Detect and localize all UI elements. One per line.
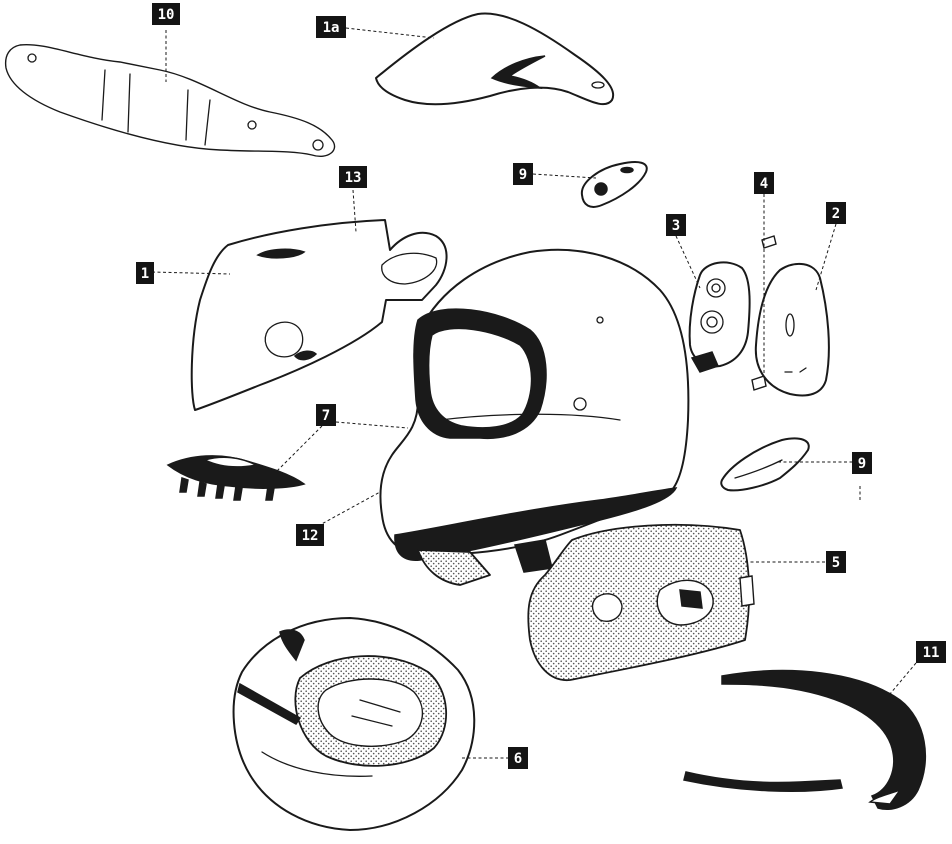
callout-5: 5: [826, 551, 846, 573]
part-3-pivot-mechanism: [688, 261, 751, 373]
svg-text:3: 3: [672, 218, 680, 234]
part-4-screws: [751, 235, 777, 391]
svg-text:12: 12: [302, 528, 319, 544]
part-6-crown-liner: [232, 617, 476, 831]
callout-9-top: 9: [513, 163, 533, 185]
part-11-neck-roll: [683, 669, 927, 810]
callout-4: 4: [754, 172, 774, 194]
callout-13: 13: [339, 166, 367, 188]
svg-text:10: 10: [158, 7, 175, 23]
part-1-face-shield: [190, 219, 448, 411]
callout-1: 1: [136, 262, 154, 284]
part-7-chin-curtain: [166, 455, 306, 501]
leader-lines: [151, 27, 917, 759]
callout-9-right: 9: [852, 452, 872, 474]
callout-2: 2: [826, 202, 846, 224]
svg-text:11: 11: [923, 645, 940, 661]
svg-text:6: 6: [514, 751, 522, 767]
callout-10: 10: [152, 3, 180, 25]
part-9-pivot-cover-top: [580, 161, 648, 208]
part-5-cheek-pad: [527, 523, 755, 681]
svg-text:1a: 1a: [323, 20, 340, 36]
svg-text:7: 7: [322, 408, 330, 424]
callout-7: 7: [316, 404, 336, 426]
callout-12: 12: [296, 524, 324, 546]
svg-text:1: 1: [141, 266, 149, 282]
callout-1a: 1a: [316, 16, 346, 38]
part-10-visor-insert: [4, 43, 336, 157]
svg-text:4: 4: [760, 176, 768, 192]
svg-text:9: 9: [519, 167, 527, 183]
part-1a-spoiler: [375, 12, 615, 106]
part-9-pivot-cover-right: [720, 437, 810, 492]
callout-11: 11: [916, 641, 946, 663]
svg-text:2: 2: [832, 206, 840, 222]
callout-3: 3: [666, 214, 686, 236]
svg-text:5: 5: [832, 555, 840, 571]
svg-text:9: 9: [858, 456, 866, 472]
helmet-shell: [379, 248, 690, 586]
callout-6: 6: [508, 747, 528, 769]
svg-text:13: 13: [345, 170, 362, 186]
